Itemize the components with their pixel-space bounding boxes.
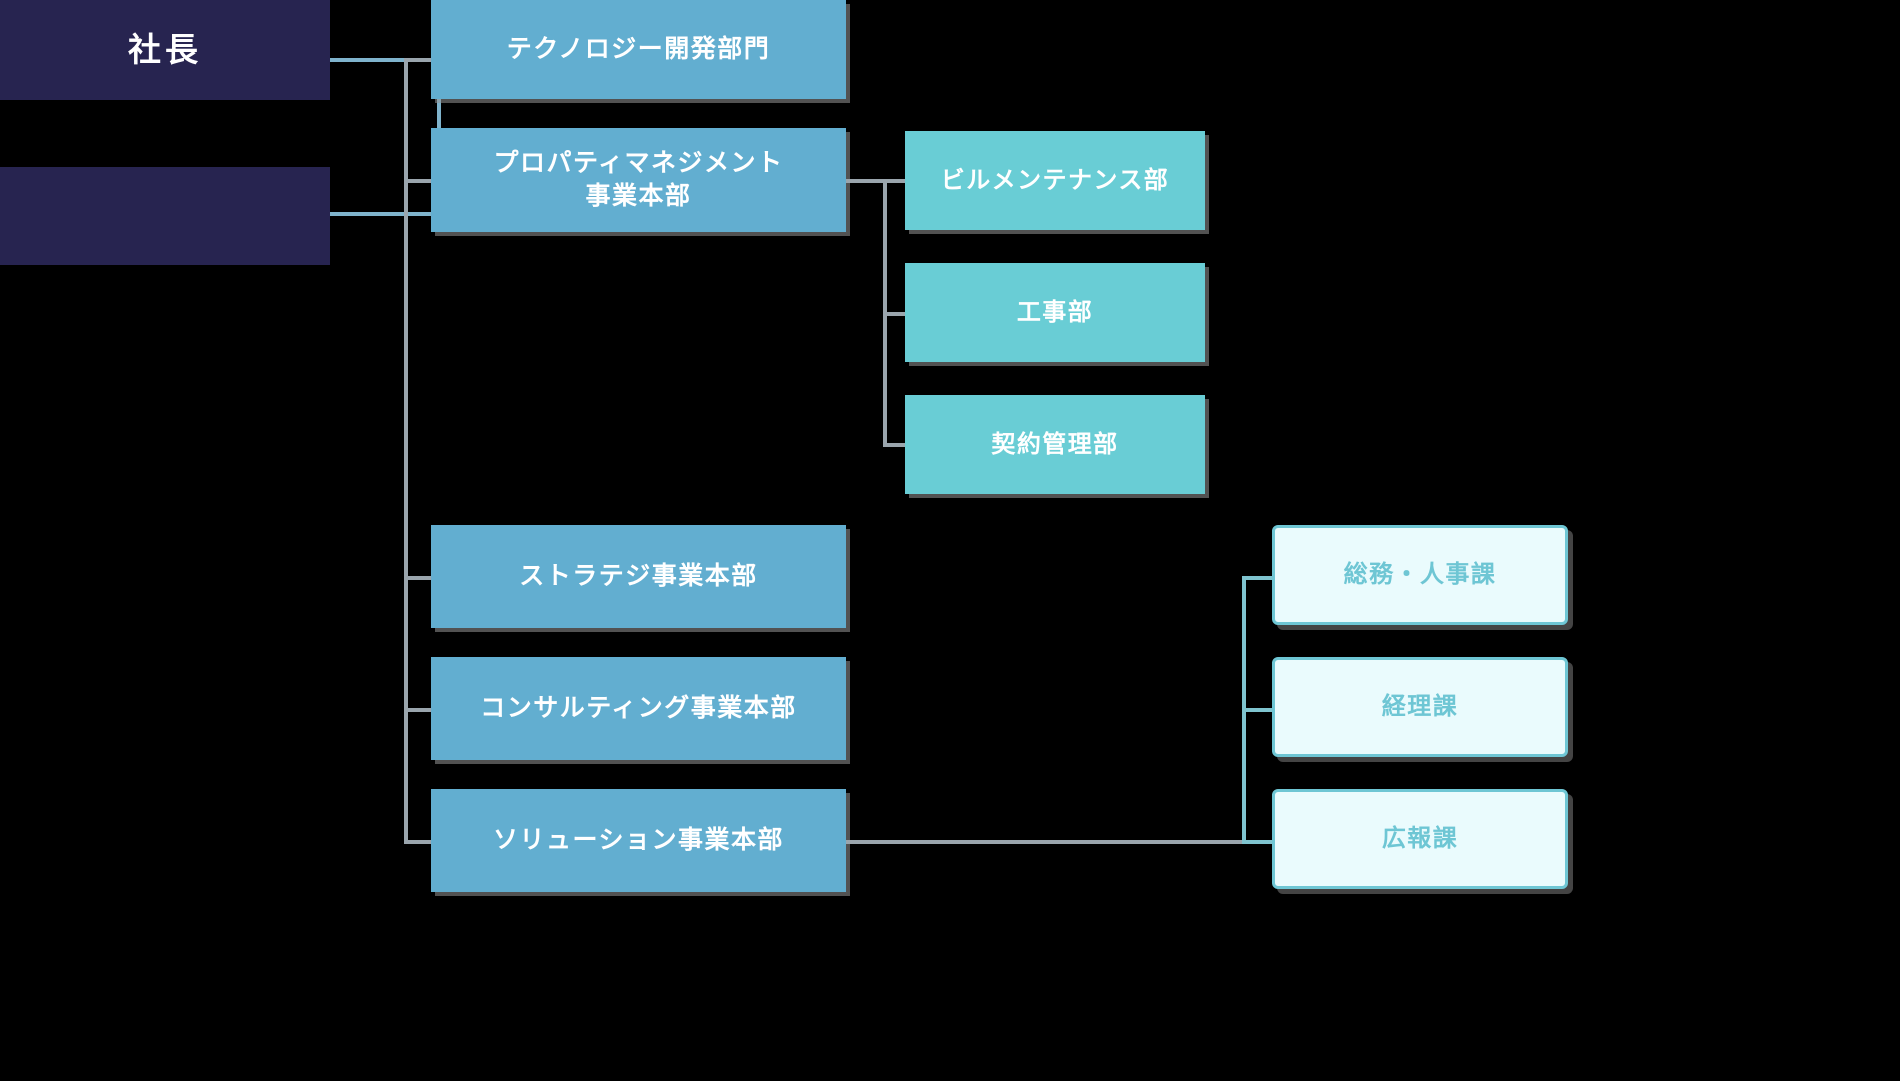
node-division-technology[interactable]: テクノロジー開発部門: [431, 0, 846, 99]
connector-stub-consulting: [404, 708, 432, 712]
node-department-contract-management[interactable]: 契約管理部: [905, 395, 1205, 494]
node-executive-secondary[interactable]: [0, 167, 330, 265]
connector-executive-secondary-in: [330, 212, 441, 216]
node-division-strategy[interactable]: ストラテジ事業本部: [431, 525, 846, 628]
node-section-accounting[interactable]: 経理課: [1272, 657, 1568, 757]
connector-stub-accounting: [1242, 708, 1274, 712]
node-department-construction[interactable]: 工事部: [905, 263, 1205, 362]
node-division-solution[interactable]: ソリューション事業本部: [431, 789, 846, 892]
connector-solution-out: [846, 840, 1246, 844]
node-department-building-maintenance[interactable]: ビルメンテナンス部: [905, 131, 1205, 230]
connector-pm-out: [846, 179, 886, 183]
connector-stub-building: [883, 179, 909, 183]
connector-stub-pm: [404, 179, 432, 183]
node-president[interactable]: 社長: [0, 0, 330, 100]
node-division-property-management[interactable]: プロパティマネジメント 事業本部: [431, 128, 846, 232]
connector-stub-construction: [883, 312, 909, 316]
connector-stub-ga-hr: [1242, 576, 1274, 580]
connector-president-out: [330, 58, 441, 62]
connector-division-trunk: [404, 58, 408, 843]
connector-stub-pr: [1242, 840, 1274, 844]
node-division-consulting[interactable]: コンサルティング事業本部: [431, 657, 846, 760]
connector-stub-solution: [404, 840, 432, 844]
connector-stub-contract: [883, 443, 909, 447]
connector-stub-tech: [404, 58, 432, 62]
node-section-general-affairs-hr[interactable]: 総務・人事課: [1272, 525, 1568, 625]
connector-stub-strategy: [404, 576, 432, 580]
node-section-public-relations[interactable]: 広報課: [1272, 789, 1568, 889]
